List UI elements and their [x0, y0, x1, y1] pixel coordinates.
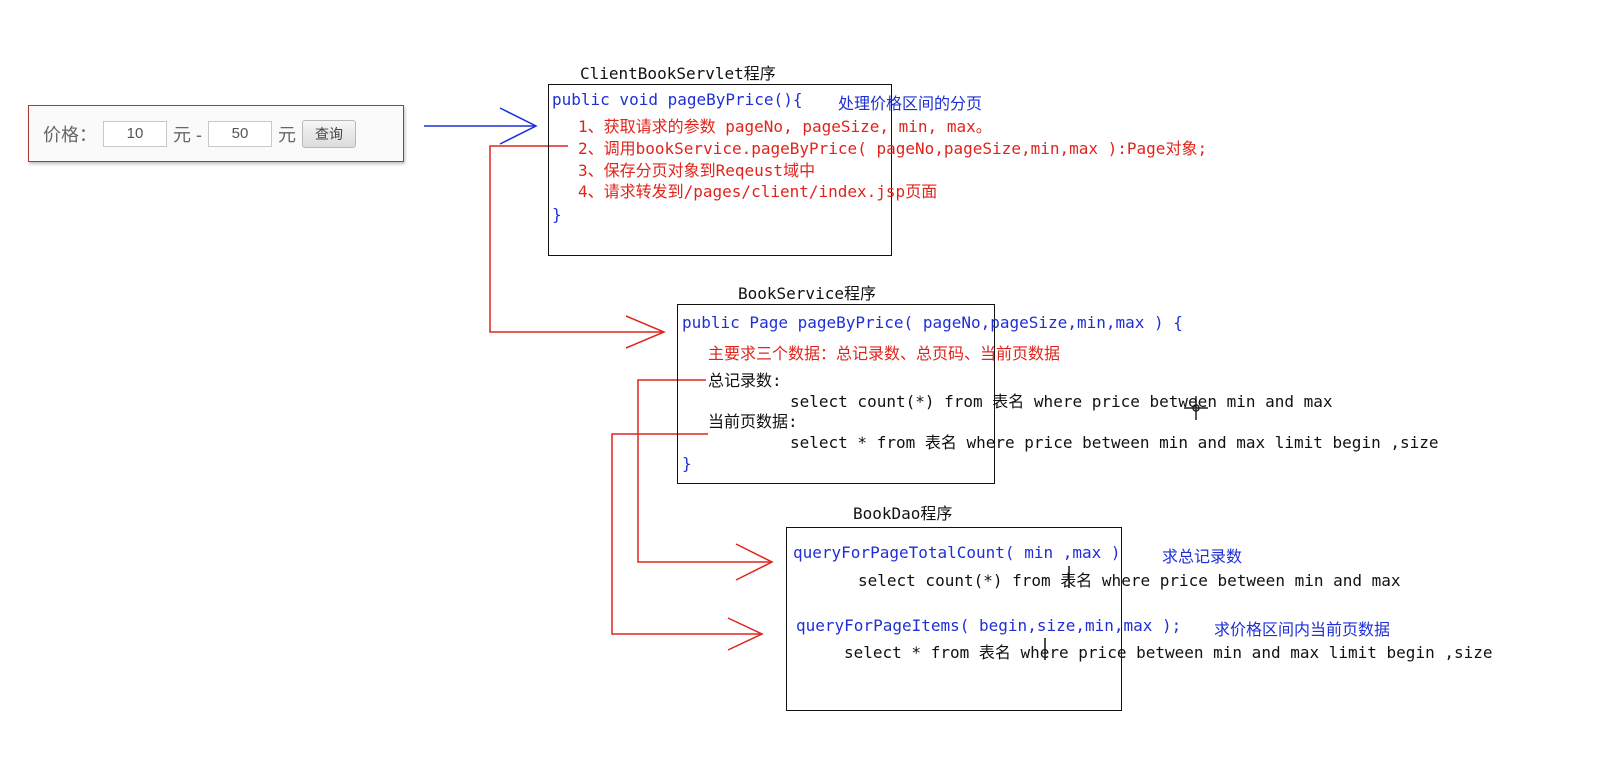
- dao-items-method: queryForPageItems( begin,size,min,max );: [796, 616, 1182, 635]
- dao-count-sql: select count(*) from 表名 where price betw…: [858, 571, 1401, 590]
- query-button[interactable]: 查询: [302, 119, 356, 148]
- service-items-to-dao-arrow: [611, 433, 764, 651]
- service-title: BookService程序: [738, 284, 876, 303]
- service-page-sql: select * from 表名 where price between min…: [790, 433, 1439, 452]
- service-total-label: 总记录数:: [708, 371, 782, 390]
- price-unit-dash: 元 -: [173, 124, 202, 145]
- servlet-to-service-arrow: [489, 145, 666, 349]
- dao-title: BookDao程序: [853, 504, 953, 523]
- servlet-signature: public void pageByPrice(){: [552, 90, 803, 109]
- max-price-input[interactable]: [208, 120, 272, 147]
- service-note: 主要求三个数据：总记录数、总页码、当前页数据: [708, 344, 1061, 363]
- servlet-step-3: 3、保存分页对象到Reqeust域中: [578, 161, 816, 180]
- servlet-title: ClientBookServlet程序: [580, 64, 776, 83]
- price-label: 价格：: [43, 124, 97, 145]
- form-to-servlet-arrow: [424, 107, 538, 145]
- service-box: [677, 304, 995, 484]
- dao-items-sql: select * from 表名 where price between min…: [844, 643, 1493, 662]
- servlet-comment: 处理价格区间的分页: [838, 94, 983, 113]
- dao-count-method: queryForPageTotalCount( min ,max ): [793, 543, 1121, 562]
- service-signature: public Page pageByPrice( pageNo,pageSize…: [682, 313, 1183, 332]
- price-unit: 元: [278, 124, 296, 145]
- dao-count-comment: 求总记录数: [1162, 547, 1243, 566]
- servlet-step-2: 2、调用bookService.pageByPrice( pageNo,page…: [578, 139, 1208, 158]
- service-total-sql: select count(*) from 表名 where price betw…: [790, 392, 1333, 411]
- service-close-brace: }: [682, 454, 692, 473]
- servlet-step-1: 1、获取请求的参数 pageNo, pageSize, min, max。: [578, 117, 992, 136]
- service-count-to-dao-arrow: [637, 379, 774, 581]
- servlet-step-4: 4、请求转发到/pages/client/index.jsp页面: [578, 182, 938, 201]
- price-filter-form: 价格： 元 - 元 查询: [28, 105, 404, 162]
- servlet-box: [548, 84, 892, 256]
- dao-items-comment: 求价格区间内当前页数据: [1214, 620, 1391, 639]
- dao-box: [786, 527, 1122, 711]
- crosshair-cursor-icon: [1184, 396, 1208, 420]
- servlet-close-brace: }: [552, 205, 562, 224]
- service-page-label: 当前页数据:: [708, 412, 798, 431]
- min-price-input[interactable]: [103, 120, 167, 147]
